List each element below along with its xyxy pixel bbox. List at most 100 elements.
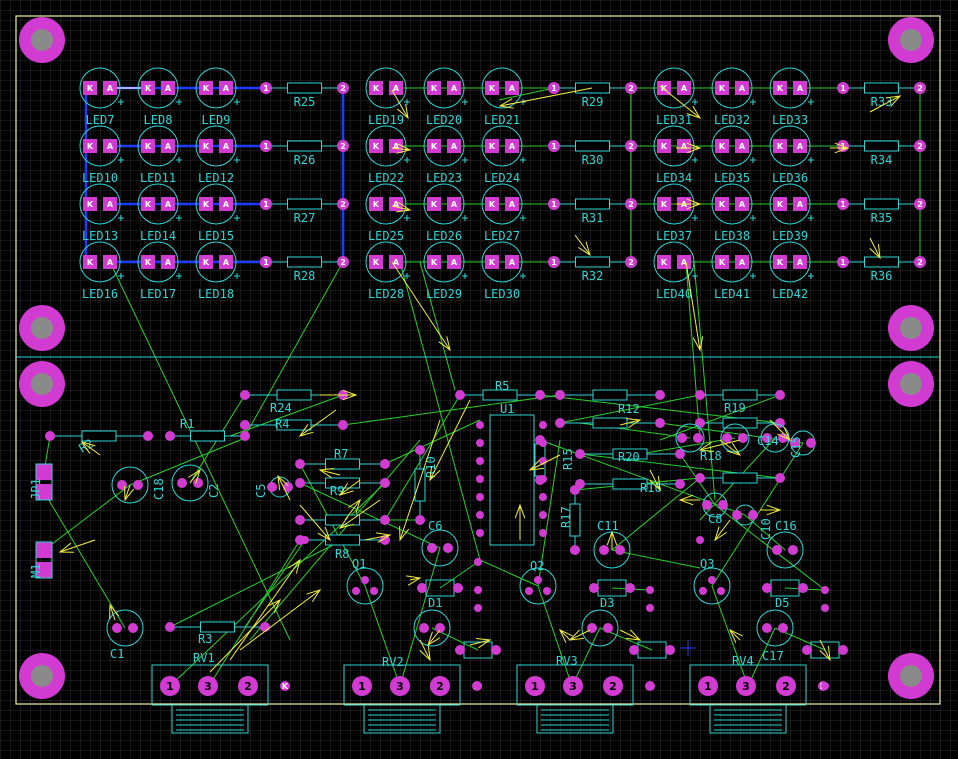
header-outline bbox=[35, 463, 53, 501]
resistor-pad-2 bbox=[914, 198, 926, 210]
led-anode-pad bbox=[161, 255, 175, 269]
led-cathode-pad bbox=[657, 139, 671, 153]
capacitor-outline bbox=[581, 609, 619, 647]
component-designator: C11 bbox=[597, 519, 619, 533]
pad bbox=[539, 475, 547, 483]
resistor-body bbox=[864, 82, 899, 94]
placement-arrow bbox=[80, 441, 101, 456]
resistor-pad-2 bbox=[914, 82, 926, 94]
led-anode-pad bbox=[161, 81, 175, 95]
resistor-body bbox=[612, 478, 648, 490]
led-cathode-pin-label: K bbox=[661, 258, 668, 267]
arrow-head bbox=[726, 442, 742, 456]
pad bbox=[380, 459, 390, 469]
resistor-designator: R25 bbox=[294, 95, 316, 109]
pad bbox=[476, 511, 484, 519]
arrow-head bbox=[396, 143, 412, 154]
ratsnest-line bbox=[659, 394, 781, 441]
arrow-head bbox=[267, 598, 282, 613]
capacitor bbox=[675, 423, 705, 453]
pad bbox=[295, 459, 305, 469]
led-outline bbox=[365, 67, 407, 109]
pot-pin-label: 2 bbox=[436, 680, 444, 693]
resistor-pin-label: 1 bbox=[840, 200, 846, 209]
led-cathode-pad bbox=[427, 139, 441, 153]
pad bbox=[655, 418, 665, 428]
arrow-shaft bbox=[499, 87, 593, 107]
ratsnest-line bbox=[479, 559, 539, 587]
resistor-body bbox=[190, 430, 225, 442]
led-anode-pad bbox=[677, 255, 691, 269]
led-anode-pad bbox=[447, 255, 461, 269]
resistor-body bbox=[575, 140, 610, 152]
resistor-body bbox=[325, 477, 360, 489]
placement-arrow bbox=[769, 419, 792, 442]
led-anode-pin-label: A bbox=[451, 200, 458, 209]
mounting-hole-drill bbox=[31, 665, 53, 687]
led-cathode-pad bbox=[773, 255, 787, 269]
led-cathode-pad bbox=[199, 139, 213, 153]
resistor-designator: R31 bbox=[582, 211, 604, 225]
resistor-pad-1 bbox=[837, 198, 849, 210]
resistor-pad-2 bbox=[337, 256, 349, 268]
placement-arrow bbox=[229, 558, 301, 661]
led-anode-pin-label: A bbox=[509, 142, 516, 151]
pad bbox=[474, 682, 482, 690]
pad bbox=[539, 529, 547, 537]
resistor-pin-label: 2 bbox=[340, 200, 346, 209]
placement-arrow bbox=[714, 519, 731, 542]
led-outline bbox=[481, 241, 523, 283]
arrow-head bbox=[692, 336, 704, 352]
mounting-hole-drill bbox=[31, 317, 53, 339]
led-anode-pad bbox=[505, 197, 519, 211]
board-outline bbox=[15, 15, 941, 705]
resistor-designator: R36 bbox=[871, 269, 893, 283]
led-cathode-pad bbox=[427, 255, 441, 269]
ratsnest-line bbox=[611, 549, 701, 569]
led-anode-pin-label: A bbox=[393, 84, 400, 93]
pad bbox=[417, 583, 427, 593]
led-anode-pad bbox=[735, 255, 749, 269]
pad bbox=[615, 545, 625, 555]
arrow-shaft bbox=[277, 475, 291, 501]
ratsnest-line bbox=[559, 394, 701, 424]
component-designator: R17 bbox=[559, 506, 573, 528]
arrow-shaft bbox=[81, 441, 101, 456]
led-designator: LED13 bbox=[82, 229, 118, 243]
led-outline bbox=[653, 241, 695, 283]
pot-pin-label: 3 bbox=[742, 680, 750, 693]
pad bbox=[708, 576, 716, 584]
pot-pin-label: 2 bbox=[609, 680, 617, 693]
led-anode-pin-label: A bbox=[739, 200, 746, 209]
pad bbox=[295, 515, 305, 525]
pad bbox=[539, 511, 547, 519]
resistor-body bbox=[575, 198, 610, 210]
arrow-shaft bbox=[391, 147, 411, 151]
pad bbox=[390, 676, 410, 696]
pad bbox=[571, 546, 579, 554]
arrow-head bbox=[406, 575, 422, 586]
led-designator: LED21 bbox=[484, 113, 520, 127]
resistor-designator: R32 bbox=[582, 269, 604, 283]
pad bbox=[778, 623, 788, 633]
arrow-shaft bbox=[239, 589, 321, 651]
led-designator: LED15 bbox=[198, 229, 234, 243]
arrow-shaft bbox=[649, 469, 661, 491]
component-designator: R5 bbox=[495, 379, 509, 393]
led-cathode-pad bbox=[141, 81, 155, 95]
led-outline bbox=[481, 183, 523, 225]
pad bbox=[476, 529, 484, 537]
led-designator: LED42 bbox=[772, 287, 808, 301]
header-pad bbox=[36, 464, 52, 480]
pad bbox=[646, 604, 654, 612]
led-anode-pad bbox=[103, 255, 117, 269]
led-cathode-pin-label: K bbox=[373, 142, 380, 151]
component-designator: C5 bbox=[254, 484, 268, 498]
